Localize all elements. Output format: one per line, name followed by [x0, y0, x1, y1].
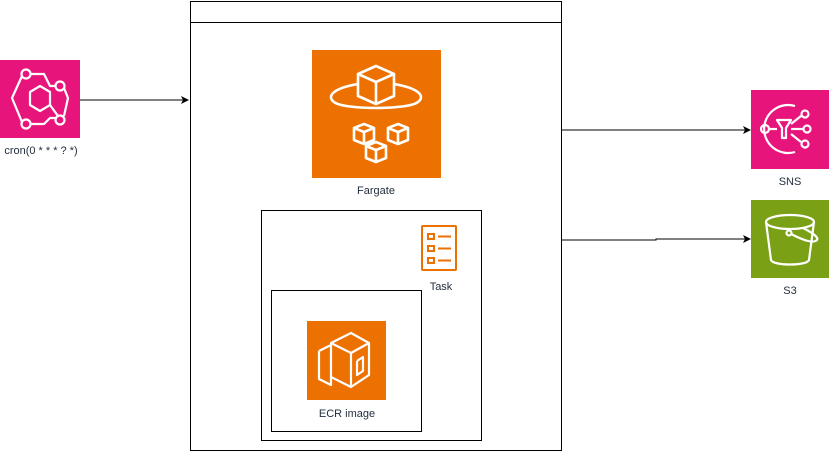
- ecr-image-icon: [307, 321, 386, 400]
- s3-label: S3: [783, 285, 797, 297]
- sns-node[interactable]: [751, 90, 829, 169]
- fargate-node[interactable]: [312, 50, 441, 178]
- s3-bucket-icon: [751, 200, 829, 278]
- fargate-label: Fargate: [357, 185, 395, 197]
- task-node[interactable]: [420, 224, 458, 272]
- edge-fargate-to-s3[interactable]: [562, 235, 751, 243]
- sns-label: SNS: [778, 176, 802, 188]
- ecr-image-group-box[interactable]: [271, 290, 422, 432]
- task-icon: [421, 225, 457, 271]
- container-header-divider: [190, 22, 562, 23]
- ecr-image-node[interactable]: [307, 321, 386, 400]
- eventbridge-label: cron(0 * * * ? *): [4, 145, 78, 157]
- task-label: Task: [429, 281, 453, 293]
- eventbridge-node[interactable]: [0, 60, 80, 138]
- sns-icon: [751, 90, 829, 169]
- ecr-image-label: ECR image: [318, 408, 376, 420]
- eventbridge-icon: [0, 60, 80, 138]
- s3-node[interactable]: [751, 200, 829, 278]
- fargate-icon: [312, 50, 441, 178]
